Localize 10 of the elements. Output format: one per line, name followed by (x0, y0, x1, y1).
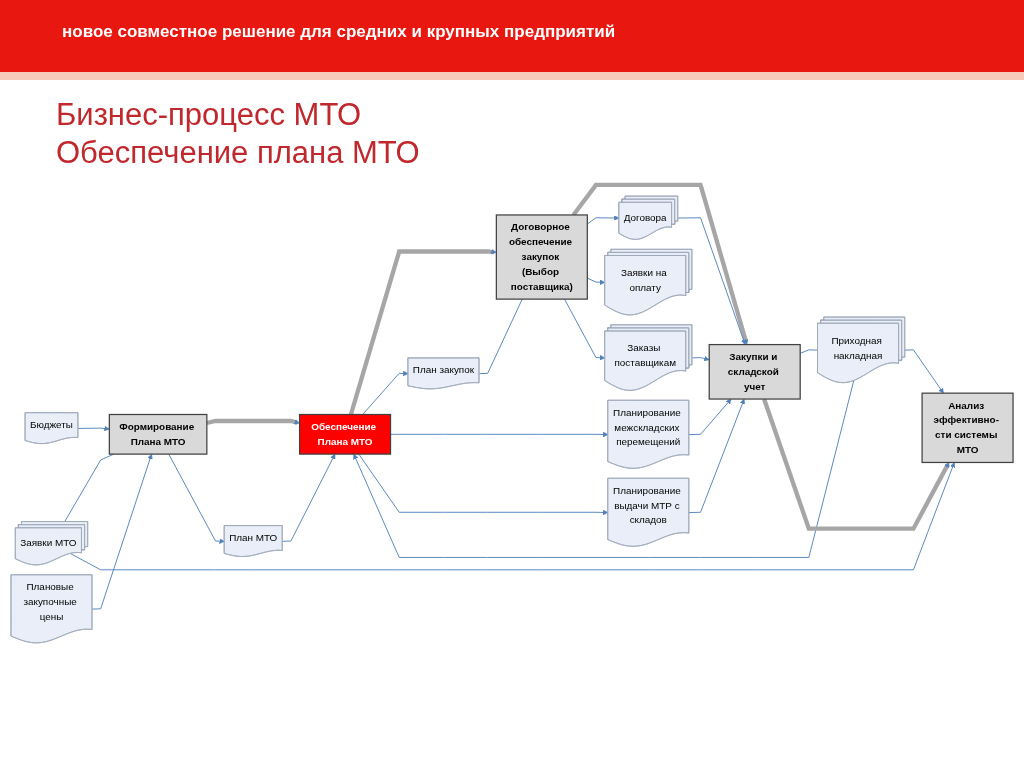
node-box: Анализ эффективно- сти системы МТО (921, 392, 1014, 464)
arrow (762, 398, 950, 531)
arrow (206, 418, 300, 426)
node-box: Формирование Плана МТО (108, 413, 208, 455)
node-box: Обеспечение Плана МТО (298, 413, 392, 455)
banner-text: новое совместное решение для средних и крупных предприятий (62, 22, 616, 42)
node-box: Закупки и складской учет (708, 343, 801, 400)
connector (478, 298, 523, 375)
title: Бизнес-процесс МТО Обеспечение плана МТО (56, 96, 421, 172)
node-box: Договорное обеспечение закупок (Выбор поставщика) (495, 214, 588, 300)
